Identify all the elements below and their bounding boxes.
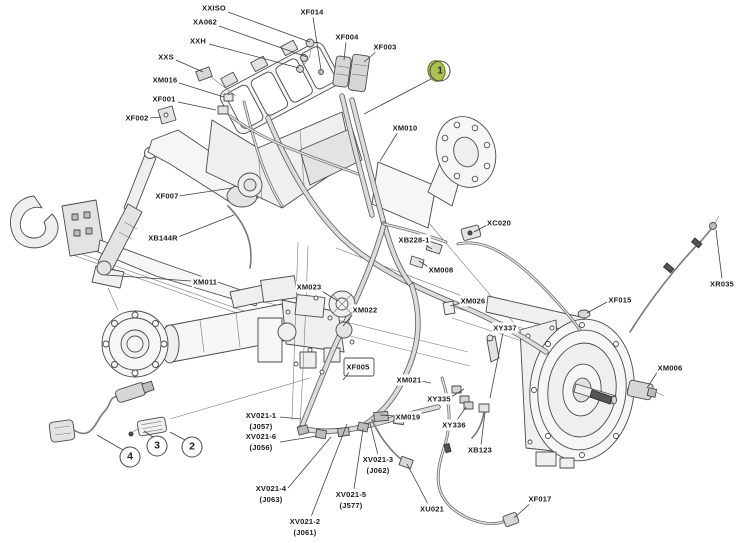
callout-1[interactable]: 1 — [429, 60, 451, 82]
part-label-XF002: XF002 — [124, 112, 150, 124]
rear-axle — [371, 116, 497, 229]
part-label-XM006: XM006 — [656, 362, 684, 374]
leader-XM016 — [178, 82, 225, 98]
part-label-XF017: XF017 — [527, 493, 553, 505]
part-label-XM026: XM026 — [459, 295, 487, 307]
part-label-XXH: XXH — [188, 35, 208, 47]
part-label-XF004: XF004 — [334, 31, 360, 43]
xm006-connector — [626, 379, 658, 401]
callout-2[interactable]: 2 — [181, 436, 203, 458]
part-label-XR035: XR035 — [709, 278, 735, 290]
part-label-XM019: XM019 — [394, 411, 422, 423]
part-label-XV021-3: XV021-3(J062) — [361, 453, 395, 477]
part-label-XF001: XF001 — [151, 93, 177, 105]
antenna-wire — [629, 215, 720, 333]
leader-XM026 — [449, 302, 462, 307]
part-label-XM023: XM023 — [295, 281, 323, 293]
part-label-XM008: XM008 — [427, 264, 455, 276]
xf004-xf003-connectors — [332, 53, 370, 93]
part-label-XM022: XM022 — [351, 304, 379, 316]
part-label-XM010: XM010 — [391, 122, 419, 134]
part-label-XA062: XA062 — [192, 16, 218, 28]
leader-XU021 — [406, 463, 429, 505]
leader-callout-4 — [96, 434, 124, 451]
part-label-XB228-1: XB228-1 — [397, 234, 431, 246]
part-label-XB123: XB123 — [467, 444, 493, 456]
leader-XR035 — [715, 229, 723, 280]
leader-XF014 — [312, 16, 322, 71]
leader-XF017 — [513, 501, 533, 519]
leader-XB123 — [480, 411, 486, 446]
part-label-XY337: XY337 — [492, 322, 518, 334]
part-label-XF005: XF005 — [345, 361, 371, 373]
part-label-XV021-4: XV021-4(J063) — [254, 482, 288, 506]
leader-XB144R — [177, 214, 235, 238]
leader-XC020 — [473, 224, 488, 233]
leader-XF003 — [363, 50, 378, 63]
leader-XF004 — [343, 41, 347, 61]
callout-3[interactable]: 3 — [146, 435, 168, 457]
part-label-XM011: XM011 — [191, 276, 219, 288]
leader-XF001 — [177, 101, 217, 111]
leader-XV021-4 — [287, 436, 332, 489]
leader-XXS — [175, 59, 204, 73]
hanging-wires — [371, 376, 520, 527]
callout-4[interactable]: 4 — [119, 446, 141, 468]
part-label-XF015: XF015 — [607, 294, 633, 306]
leader-XV021-2 — [310, 423, 348, 518]
leader-XV021-6 — [279, 435, 318, 443]
part-label-XV021-6: XV021-6(J056) — [244, 430, 278, 454]
part-label-XY336: XY336 — [441, 419, 467, 431]
part-label-XV021-1: XV021-1(J057) — [244, 409, 278, 433]
part-label-XM016: XM016 — [151, 74, 179, 86]
leader-XY336 — [456, 406, 467, 421]
leader-XA062 — [218, 25, 308, 58]
leader-XV021-1 — [279, 416, 302, 420]
part-label-XV021-2: XV021-2(J061) — [288, 515, 322, 539]
valve-cluster — [257, 275, 375, 377]
part-label-XXS: XXS — [157, 51, 175, 63]
part-label-XXISO: XXISO — [201, 2, 227, 14]
transmission — [485, 295, 665, 469]
leader-callout-1 — [363, 77, 434, 115]
leader-XM010 — [379, 131, 399, 162]
part-label-XM021: XM021 — [395, 374, 423, 386]
leader-XF002 — [149, 116, 162, 119]
leader-XM006 — [646, 370, 659, 389]
leader-XM021 — [420, 380, 432, 384]
part-label-XC020: XC020 — [486, 217, 512, 229]
leader-XY337 — [489, 332, 504, 399]
leader-XM019 — [379, 414, 397, 417]
leader-XM011 — [105, 274, 192, 282]
leader-callout-2 — [169, 431, 186, 441]
leader-XF007 — [178, 187, 233, 197]
part-label-XB144R: XB144R — [147, 232, 179, 244]
leader-XM023 — [319, 289, 339, 302]
part-label-XY335: XY335 — [426, 393, 452, 405]
leader-XXH — [208, 43, 300, 69]
leader-XY335 — [450, 388, 465, 398]
part-label-XF007: XF007 — [154, 190, 180, 202]
part-label-XV021-5: XV021-5(J577) — [334, 488, 368, 512]
leader-XF015 — [586, 301, 608, 314]
part-label-XF014: XF014 — [299, 6, 325, 18]
part-label-XU021: XU021 — [419, 503, 445, 515]
part-label-XF003: XF003 — [372, 41, 398, 53]
engine — [157, 38, 363, 209]
leader-XXISO — [227, 11, 311, 43]
leader-XV021-3 — [369, 422, 379, 456]
leader-XV021-5 — [353, 428, 364, 490]
